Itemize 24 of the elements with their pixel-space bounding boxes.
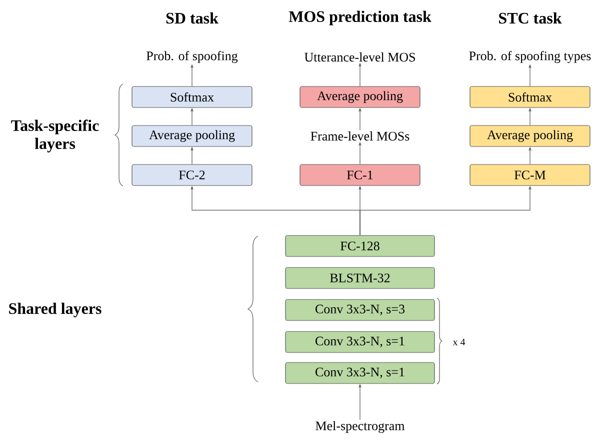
layer-box: Conv 3x3-N, s=1 [285,362,435,384]
group-label: Task-specific layers [11,120,99,152]
process-box: Average pooling [300,86,420,108]
process-box: Average pooling [470,125,590,147]
process-box: FC-1 [300,164,420,186]
output-text: Utterance-level MOS [304,52,415,62]
process-box: FC-M [470,164,590,186]
layer-box: BLSTM-32 [285,267,435,289]
task-title: SD task [166,12,218,24]
task-title: MOS prediction task [288,10,432,26]
layer-box: Conv 3x3-N, s=1 [285,331,435,353]
layer-box: Conv 3x3-N, s=3 [285,299,435,321]
group-label: Shared layers [9,302,102,318]
repeat-label: x 4 [452,338,466,346]
process-box: Softmax [132,86,252,108]
output-text: Prob. of spoofing types [469,51,591,63]
process-box: Softmax [470,86,590,108]
output-text: Frame-level MOSs [310,131,410,141]
process-box: FC-2 [132,164,252,186]
process-box: Average pooling [132,125,252,147]
layer-box: FC-128 [285,235,435,257]
output-text: Prob. of spoofing [146,51,238,63]
output-text: Mel-spectrogram [316,421,405,433]
task-title: STC task [499,12,562,24]
